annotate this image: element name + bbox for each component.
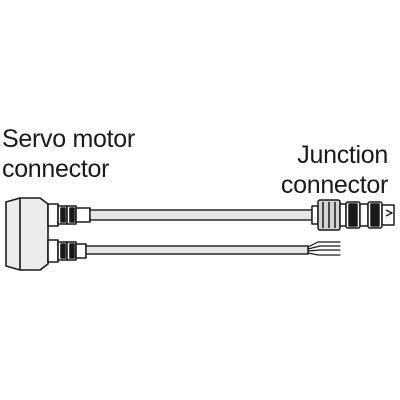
lower-cable <box>85 245 309 255</box>
junction-label-line2: connector <box>280 171 388 199</box>
main-cable <box>89 209 313 221</box>
junction-connector-label: Junction connector <box>281 140 388 200</box>
servo-label-line1: Servo motor <box>2 125 135 153</box>
servo-label-line2: connector <box>2 155 110 183</box>
junction-label-line1: Junction <box>297 141 388 169</box>
servo-motor-connector-label: Servo motor connector <box>2 124 135 184</box>
servo-motor-connector <box>5 197 91 271</box>
junction-connector <box>311 199 395 231</box>
lower-cable-wire-ends <box>307 241 341 256</box>
